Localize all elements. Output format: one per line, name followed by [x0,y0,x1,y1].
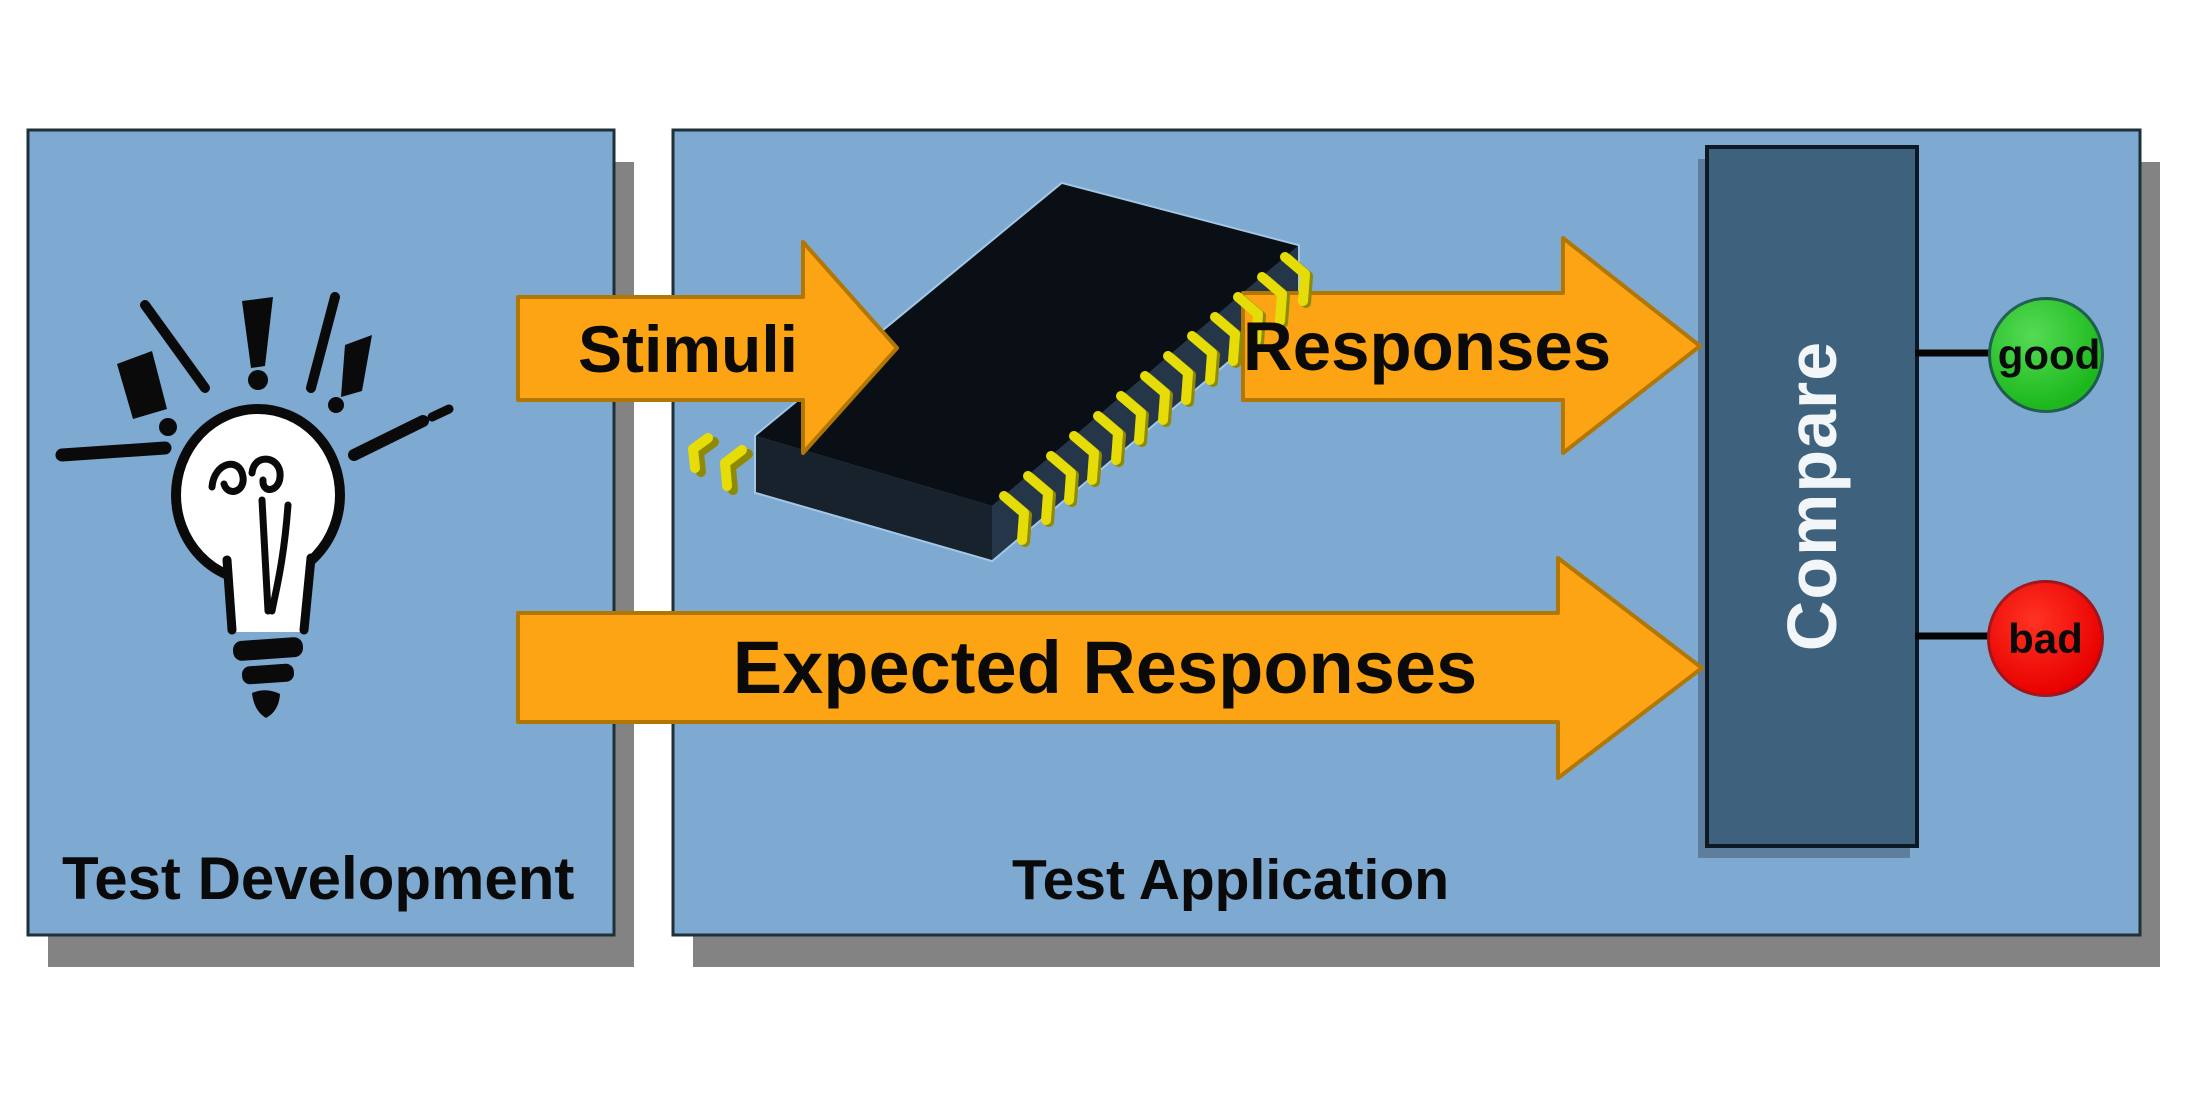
responses-arrow-label: Responses [1242,308,1612,385]
base-tip [252,690,280,718]
chip-right-pins [999,252,1310,545]
compare-label: Compare [1773,340,1851,652]
ray-upper-right-dot [328,397,344,413]
test-development-panel-label: Test Development [62,845,575,912]
stimuli-arrow-label: Stimuli [577,311,798,386]
ray-top-dot [248,370,268,390]
chip-front-face [756,436,992,560]
ray-right-dash [348,415,429,461]
bulb-neck-sides [222,553,316,635]
bulb-filament [208,455,292,615]
ray-diagonal-right [306,292,340,393]
base-band-1 [232,637,304,661]
idea-lightbulb-icon [55,292,454,718]
good-outcome-indicator: good [1988,297,2104,413]
chip-top-face [756,184,1298,506]
bulb-glass [171,404,345,586]
test-application-panel-label: Test Application [1012,848,1450,912]
base-band-2 [241,663,295,685]
ray-right-tick [427,404,454,422]
ray-diagonal-left [140,300,210,393]
compare-box [1705,145,1919,848]
bad-outcome-label: bad [2008,614,2083,662]
ray-top-bar [242,297,273,368]
ray-upper-left-dot [159,418,177,436]
expected-responses-arrow [516,556,1704,780]
chip-left-pins [688,433,747,491]
chip-left-pins-shade [694,437,753,495]
expected-responses-arrow-label: Expected Responses [732,626,1478,709]
bad-outcome-indicator: bad [1987,580,2104,697]
ray-upper-left-wedge [117,351,167,419]
responses-arrow [1241,236,1702,455]
ray-left-dash [55,441,172,462]
stimuli-arrow [516,240,899,455]
ray-upper-right-wedge [341,335,372,397]
good-outcome-label: good [1997,331,2101,378]
